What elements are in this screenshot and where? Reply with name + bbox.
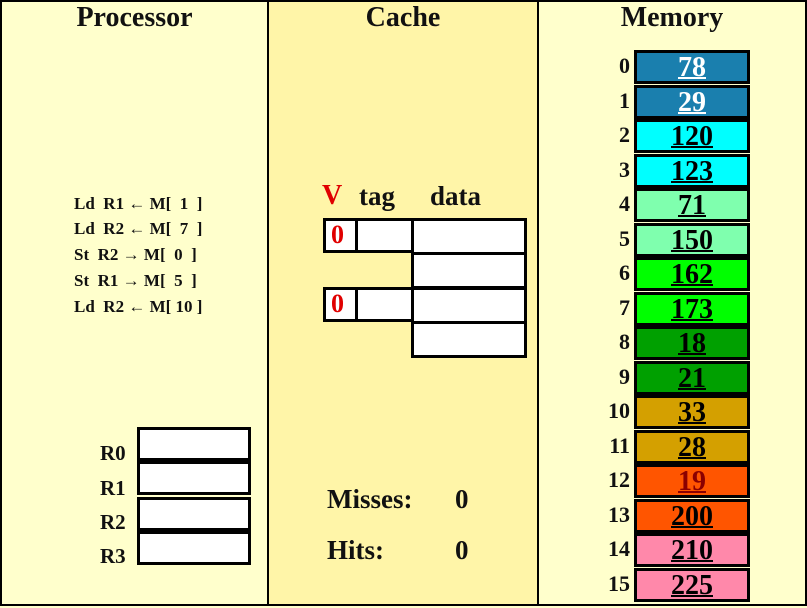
memory-address-label: 0 [619,53,630,78]
hits-value: 0 [455,535,469,565]
instruction-line: Ld R1 ← M[ 1 ] [74,194,203,213]
memory-address-label: 3 [619,156,630,182]
cache-line1-valid-box [323,287,358,322]
cache-line0-valid-bit: 0 [331,220,344,249]
memory-address-label: 9 [619,363,630,389]
memory-address-label: 15 [608,570,630,596]
cache-line1-valid-bit: 0 [331,289,344,318]
memory-cell: 78 [634,50,750,84]
memory-cell-value: 120 [671,121,713,152]
memory-cell-value: 19 [678,466,706,497]
instruction-line: Ld R2 ← M[ 10 ] [74,297,203,316]
memory-cell-value: 78 [678,52,706,83]
memory-cell-value: 21 [678,362,706,394]
processor-title: Processor [76,2,193,33]
register-label-r1: R1 [100,476,126,500]
memory-cell: 29 [634,84,750,119]
misses-value: 0 [455,484,469,514]
cache-col-v: V [322,180,343,211]
memory-cell-value: 162 [671,259,713,290]
memory-address-label: 2 [619,122,630,147]
instruction-line: St R2 → M[ 0 ] [74,245,197,264]
memory-cell: 33 [634,395,750,429]
register-label-r0: R0 [100,441,126,465]
cache-line1-tag-box [355,287,414,322]
cache-line1-data-word1 [411,321,527,358]
cache-line0-data-word1 [411,252,527,289]
register-label-r3: R3 [100,544,126,568]
memory-cell: 225 [634,567,750,602]
memory-cell-value: 71 [678,190,706,221]
memory-cell-value: 200 [671,500,713,532]
register-r3-box [137,531,251,565]
memory-cell: 120 [634,119,750,153]
memory-cell: 21 [634,360,750,395]
memory-cell-value: 28 [678,431,706,463]
memory-cell: 210 [634,533,750,567]
memory-cell: 200 [634,498,750,533]
memory-cell-value: 173 [671,293,713,325]
memory-cell: 150 [634,222,750,257]
memory-cell-value: 225 [671,569,713,601]
memory-cell-value: 33 [678,397,706,428]
hits-label: Hits: [327,535,384,565]
memory-cell: 18 [634,326,750,360]
memory-address-label: 12 [608,467,630,492]
register-r0-box [137,427,251,461]
register-label-r2: R2 [100,510,126,534]
memory-address-label: 8 [619,329,630,354]
memory-title: Memory [620,2,724,33]
memory-address-label: 5 [619,225,630,251]
memory-cell-value: 150 [671,224,713,256]
instruction-line: Ld R2 ← M[ 7 ] [74,219,203,238]
cache-line0-tag-box [355,218,414,253]
memory-address-label: 4 [619,191,630,216]
cache-line0-data-word0 [411,218,527,255]
cache-col-tag: tag [359,181,395,211]
misses-label: Misses: [327,484,413,514]
memory-cell: 19 [634,464,750,498]
memory-cell: 162 [634,257,750,291]
memory-address-label: 7 [619,294,630,320]
memory-address-label: 10 [608,398,630,423]
cache-col-data: data [430,181,482,211]
memory-cell-value: 18 [678,328,706,359]
memory-cell: 28 [634,429,750,464]
instruction-line: St R1 → M[ 5 ] [74,271,197,290]
memory-address-label: 6 [619,260,630,285]
memory-cell: 173 [634,291,750,326]
memory-cell-value: 29 [678,86,706,118]
memory-cell-value: 210 [671,535,713,566]
memory-cell: 123 [634,153,750,188]
memory-address-label: 14 [608,536,630,561]
memory-address-label: 1 [619,87,630,113]
cache-title: Cache [365,2,441,33]
memory-address-label: 11 [609,432,630,458]
memory-cell-value: 123 [671,155,713,187]
register-r2-box [137,497,251,531]
memory-address-label: 13 [608,501,630,527]
cache-line1-data-word0 [411,287,527,324]
memory-cell: 71 [634,188,750,222]
register-r1-box [137,461,251,495]
